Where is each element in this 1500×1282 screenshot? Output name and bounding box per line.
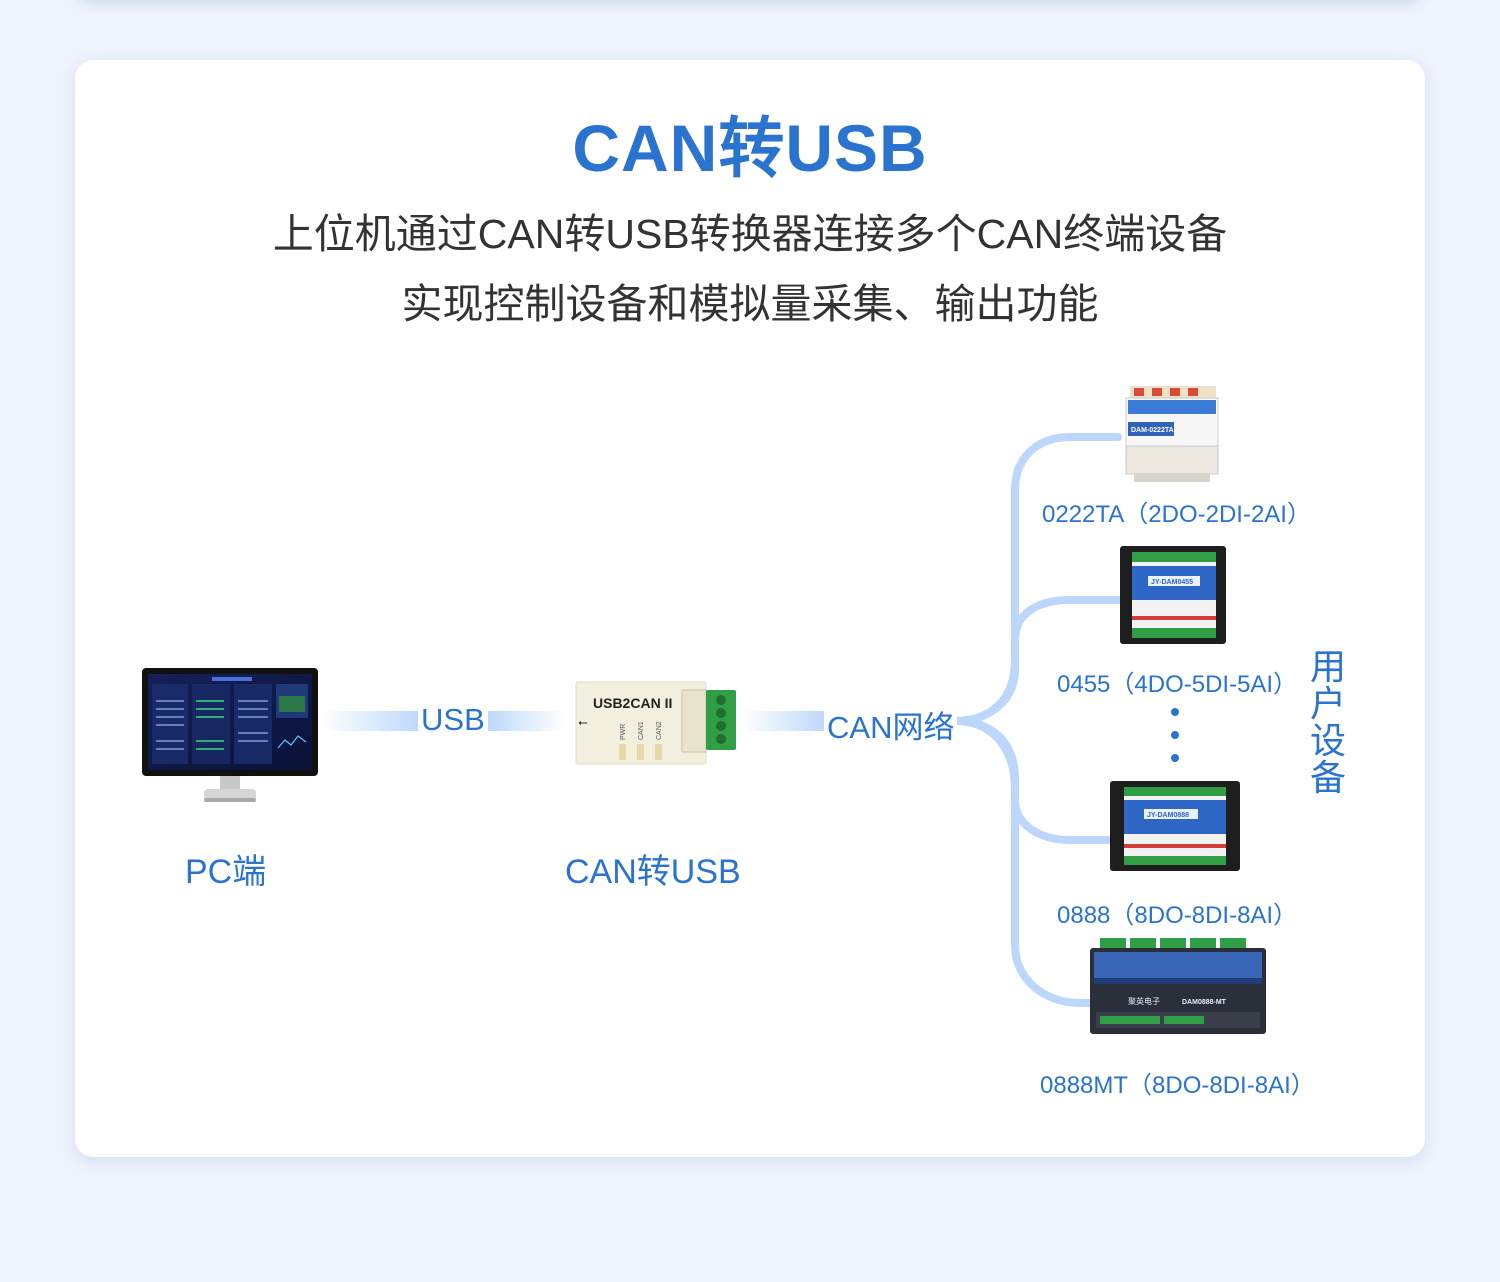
led-label-can1: CAN1 bbox=[638, 721, 645, 740]
device-0222ta-label: 0222TA（2DO-2DI-2AI） bbox=[1042, 501, 1311, 528]
pc-monitor-icon bbox=[142, 668, 318, 802]
converter-label: CAN转USB bbox=[565, 853, 741, 891]
device-0888mt-brand: 聚英电子 bbox=[1128, 996, 1160, 1006]
usb-link-right bbox=[486, 711, 564, 731]
usb-link-label: USB bbox=[418, 702, 488, 738]
svg-text:⭠: ⭠ bbox=[578, 715, 588, 729]
pc-label: PC端 bbox=[185, 853, 267, 891]
more-devices-ellipsis bbox=[1171, 708, 1179, 762]
led-label-can2: CAN2 bbox=[656, 721, 663, 740]
device-0222ta-model: DAM-0222TA bbox=[1131, 427, 1174, 434]
device-0455-label: 0455（4DO-5DI-5AI） bbox=[1057, 671, 1298, 698]
subtitle-line-1: 上位机通过CAN转USB转换器连接多个CAN终端设备 bbox=[272, 211, 1228, 257]
device-0888-model: JY-DAM0888 bbox=[1147, 812, 1189, 819]
device-0888mt-label: 0888MT（8DO-8DI-8AI） bbox=[1040, 1072, 1315, 1099]
can-link bbox=[743, 711, 828, 731]
device-0888-label: 0888（8DO-8DI-8AI） bbox=[1057, 902, 1298, 929]
device-0888mt-icon: 聚英电子 DAM0888-MT bbox=[1090, 938, 1266, 1034]
led-label-pwr: PWR bbox=[620, 724, 627, 740]
subtitle-line-2: 实现控制设备和模拟量采集、输出功能 bbox=[401, 281, 1099, 327]
can-branches bbox=[951, 433, 1122, 1007]
device-0888-icon: JY-DAM0888 bbox=[1110, 781, 1240, 871]
converter-model-text: USB2CAN II bbox=[593, 695, 672, 711]
can-network-label: CAN网络 bbox=[824, 702, 958, 747]
page-title: CAN转USB bbox=[572, 111, 928, 185]
usb-link-left bbox=[322, 711, 422, 731]
device-0455-icon: JY-DAM0455 bbox=[1120, 546, 1226, 644]
device-0222ta-icon: DAM-0222TA bbox=[1125, 386, 1219, 482]
usb2can-converter-icon: USB2CAN II ⭠ PWR CAN1 CAN2 bbox=[575, 681, 736, 765]
device-0455-model: JY-DAM0455 bbox=[1151, 579, 1193, 586]
user-devices-label: 用户设备 bbox=[1309, 646, 1346, 798]
device-0888mt-model: DAM0888-MT bbox=[1182, 999, 1227, 1006]
